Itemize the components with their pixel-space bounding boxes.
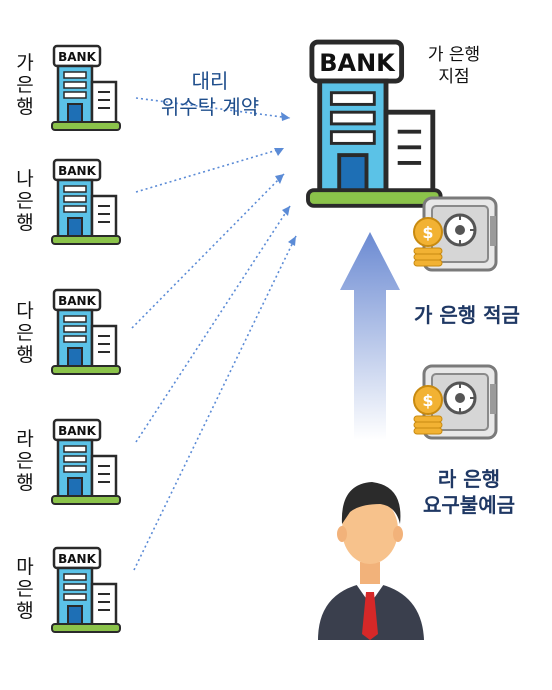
bank-label-ra: 라 은 행 xyxy=(14,428,36,494)
bank-label-ra-sub1: 은 xyxy=(16,450,34,472)
contract-label-line1: 대리 xyxy=(191,69,229,93)
person-icon xyxy=(318,482,424,640)
bank-label-ga-sub1: 은 xyxy=(16,74,34,96)
safe-icon-bottom xyxy=(412,364,498,440)
bank-label-ma: 마 은 행 xyxy=(14,556,36,622)
bank-sign-da: BANK xyxy=(58,294,96,308)
bank-label-da: 다 은 행 xyxy=(14,300,36,366)
bank-label-ma-sub2: 행 xyxy=(16,600,34,622)
bank-label-ga-char: 가 xyxy=(16,52,34,74)
main-bank-sign: BANK xyxy=(319,49,395,77)
contract-label: 대리 위수탁 계약 xyxy=(140,68,280,120)
bank-label-na-sub1: 은 xyxy=(16,190,34,212)
bank-label-ma-char: 마 xyxy=(16,556,34,578)
bank-label-na-sub2: 행 xyxy=(16,212,34,234)
bank-label-ra-char: 라 xyxy=(16,428,34,450)
arrow-ra xyxy=(135,205,291,443)
bank-sign-ma: BANK xyxy=(58,552,96,566)
transfer-up-arrow xyxy=(340,232,400,440)
bank-label-da-sub2: 행 xyxy=(16,344,34,366)
main-bank-label-line2: 지점 xyxy=(438,67,470,87)
arrow-ga xyxy=(135,97,291,119)
contract-label-line2: 위수탁 계약 xyxy=(160,95,260,119)
deposit-label: 라 은행 요구불예금 xyxy=(404,466,534,518)
bank-sign-ga: BANK xyxy=(58,50,96,64)
bank-label-ga-sub2: 행 xyxy=(16,96,34,118)
safe-icon-top xyxy=(412,196,498,272)
arrow-ma xyxy=(133,235,297,571)
arrow-na xyxy=(135,147,285,193)
arrowheads xyxy=(274,112,296,246)
bank-label-ra-sub2: 행 xyxy=(16,472,34,494)
bank-label-ga: 가 은 행 xyxy=(14,52,36,118)
bank-label-na-char: 나 xyxy=(16,168,34,190)
main-bank-label: 가 은행 지점 xyxy=(414,44,494,88)
bank-label-da-char: 다 xyxy=(16,300,34,322)
deposit-label-line2: 요구불예금 xyxy=(423,493,515,517)
main-bank-label-line1: 가 은행 xyxy=(427,45,481,65)
bank-sign-na: BANK xyxy=(58,164,96,178)
bank-label-na: 나 은 행 xyxy=(14,168,36,234)
bank-sign-ra: BANK xyxy=(58,424,96,438)
bank-label-da-sub1: 은 xyxy=(16,322,34,344)
savings-label: 가 은행 적금 xyxy=(414,303,520,327)
arrow-da xyxy=(131,173,285,329)
contract-arrows xyxy=(131,97,297,571)
bank-label-ma-sub1: 은 xyxy=(16,578,34,600)
deposit-label-line1: 라 은행 xyxy=(437,467,501,491)
